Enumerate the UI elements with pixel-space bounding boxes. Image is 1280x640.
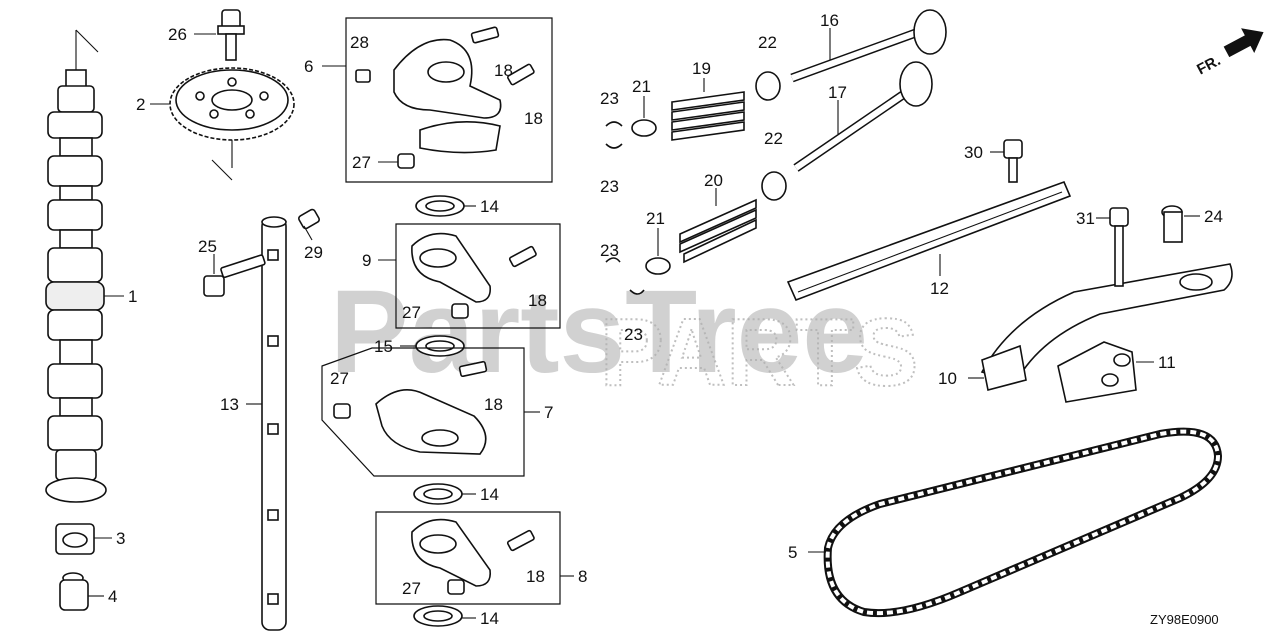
washer-14-middle: 14 bbox=[413, 483, 499, 505]
cam-gear: 2 26 bbox=[136, 9, 295, 181]
callout-12: 12 bbox=[930, 279, 949, 298]
retainer-21-bottom: 21 bbox=[645, 209, 671, 275]
callout-4: 4 bbox=[108, 587, 117, 606]
tensioner-arm-10: 10 bbox=[938, 263, 1233, 391]
callout-23d: 23 bbox=[624, 325, 643, 344]
bolt-25: 25 bbox=[198, 237, 266, 297]
tensioner-11: 11 bbox=[1057, 341, 1176, 403]
callout-7: 7 bbox=[544, 403, 553, 422]
seal-22-bottom: 22 bbox=[761, 129, 787, 201]
spring-20: 20 bbox=[679, 171, 757, 264]
valve-17: 17 bbox=[793, 61, 933, 172]
valve-16: 16 bbox=[790, 9, 947, 83]
callout-26: 26 bbox=[168, 25, 187, 44]
camshaft: 1 bbox=[45, 29, 137, 503]
rocker-assembly-7: 7 18 27 bbox=[321, 347, 553, 477]
callout-27d: 27 bbox=[402, 579, 421, 598]
callout-23b: 23 bbox=[600, 177, 619, 196]
callout-30: 30 bbox=[964, 143, 983, 162]
callout-23a: 23 bbox=[600, 89, 619, 108]
callout-29: 29 bbox=[304, 243, 323, 262]
rocker-assembly-6: 6 28 18 18 27 bbox=[304, 17, 553, 183]
collar-24: 24 bbox=[1161, 205, 1223, 243]
cotters-23-top: 23 23 bbox=[600, 89, 623, 196]
callout-31: 31 bbox=[1076, 209, 1095, 228]
chain-guide-12: 12 bbox=[786, 180, 1072, 302]
callout-10: 10 bbox=[938, 369, 957, 388]
part-4: 4 bbox=[59, 572, 117, 611]
seal-22-top: 22 bbox=[755, 33, 781, 101]
callout-17: 17 bbox=[828, 83, 847, 102]
callout-9: 9 bbox=[362, 251, 371, 270]
callout-13: 13 bbox=[220, 395, 239, 414]
washer-14-top: 14 bbox=[415, 195, 499, 217]
callout-14c: 14 bbox=[480, 609, 499, 628]
watermark: PartsTree bbox=[330, 266, 868, 398]
callout-23c: 23 bbox=[600, 241, 619, 260]
arrow-icon bbox=[1223, 28, 1264, 58]
callout-8: 8 bbox=[578, 567, 587, 586]
callout-21a: 21 bbox=[632, 77, 651, 96]
callout-18e: 18 bbox=[526, 567, 545, 586]
cotters-23-bottom: 23 23 bbox=[600, 241, 645, 344]
front-indicator: FR. bbox=[1194, 28, 1264, 78]
callout-3: 3 bbox=[116, 529, 125, 548]
callout-25: 25 bbox=[198, 237, 217, 256]
callout-2: 2 bbox=[136, 95, 145, 114]
rocker-assembly-8: 8 18 27 bbox=[375, 511, 587, 605]
callout-24: 24 bbox=[1204, 207, 1223, 226]
spring-19: 19 bbox=[671, 59, 745, 141]
callout-28: 28 bbox=[350, 33, 369, 52]
callout-21b: 21 bbox=[646, 209, 665, 228]
retainer-21-top: 21 bbox=[631, 77, 657, 137]
callout-18d: 18 bbox=[484, 395, 503, 414]
callout-6: 6 bbox=[304, 57, 313, 76]
callout-22b: 22 bbox=[764, 129, 783, 148]
callout-14a: 14 bbox=[480, 197, 499, 216]
timing-chain-5: 5 bbox=[788, 427, 1223, 618]
diagram-code: ZY98E0900 bbox=[1150, 612, 1219, 627]
callout-18c: 18 bbox=[528, 291, 547, 310]
callout-16: 16 bbox=[820, 11, 839, 30]
bolt-31: 31 bbox=[1076, 207, 1129, 287]
callout-19: 19 bbox=[692, 59, 711, 78]
front-label: FR. bbox=[1194, 52, 1223, 78]
callout-27c: 27 bbox=[330, 369, 349, 388]
callout-22a: 22 bbox=[758, 33, 777, 52]
washer-14-bottom: 14 bbox=[413, 605, 499, 628]
rocker-shaft: 13 bbox=[220, 216, 287, 631]
callout-14b: 14 bbox=[480, 485, 499, 504]
part-3: 3 bbox=[55, 523, 125, 555]
callout-5: 5 bbox=[788, 543, 797, 562]
callout-15: 15 bbox=[374, 337, 393, 356]
watermark-outline: PARTS bbox=[600, 299, 918, 406]
callout-1: 1 bbox=[128, 287, 137, 306]
callout-27b: 27 bbox=[402, 303, 421, 322]
callout-18b: 18 bbox=[524, 109, 543, 128]
callout-20: 20 bbox=[704, 171, 723, 190]
rocker-assembly-9: 9 18 27 bbox=[362, 223, 561, 329]
pin-29: 29 bbox=[298, 208, 323, 262]
bolt-30: 30 bbox=[964, 139, 1023, 183]
callout-27a: 27 bbox=[352, 153, 371, 172]
callout-11: 11 bbox=[1158, 353, 1176, 372]
